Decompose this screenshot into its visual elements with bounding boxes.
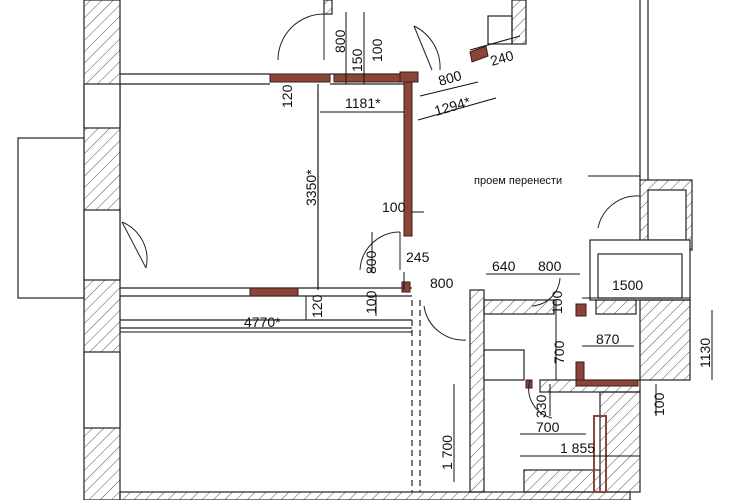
dim-800-door: 800 bbox=[436, 67, 463, 89]
dim-1294: 1294* bbox=[432, 93, 472, 119]
dim-330: 330 bbox=[533, 394, 549, 418]
dim-4770: 4770* bbox=[244, 314, 281, 330]
dim-700-v: 700 bbox=[551, 340, 567, 364]
dim-1130: 1130 bbox=[697, 338, 713, 368]
dim-120-bottom: 120 bbox=[309, 294, 325, 318]
new-walls bbox=[249, 45, 639, 493]
dim-100-right: 100 bbox=[651, 392, 667, 416]
dim-240: 240 bbox=[488, 47, 515, 69]
dim-245: 245 bbox=[406, 249, 430, 265]
dim-800-door2: 800 bbox=[430, 275, 454, 291]
dim-1500: 1500 bbox=[612, 277, 643, 293]
dim-700-h: 700 bbox=[536, 419, 560, 435]
dim-100-mid: 100 bbox=[382, 199, 406, 215]
door-swings bbox=[121, 13, 641, 419]
dim-800-right: 800 bbox=[538, 258, 562, 274]
dim-100-top: 100 bbox=[369, 38, 385, 62]
dim-3350: 3350* bbox=[303, 169, 319, 206]
dim-800-small: 800 bbox=[363, 250, 379, 274]
dim-150: 150 bbox=[349, 48, 365, 72]
dim-1181: 1181* bbox=[345, 95, 381, 111]
dim-640: 640 bbox=[492, 258, 516, 274]
dim-100-bath: 100 bbox=[549, 290, 565, 314]
dim-1700: 1 700 bbox=[439, 435, 455, 470]
dimension-lines bbox=[120, 12, 713, 482]
dim-120-left: 120 bbox=[279, 84, 295, 108]
dim-1855: 1 855 bbox=[560, 440, 595, 456]
dim-100-wall: 100 bbox=[363, 290, 379, 314]
dim-870: 870 bbox=[596, 331, 620, 347]
dim-800-top: 800 bbox=[332, 29, 348, 53]
note-move-opening: проем перенести bbox=[474, 175, 562, 187]
